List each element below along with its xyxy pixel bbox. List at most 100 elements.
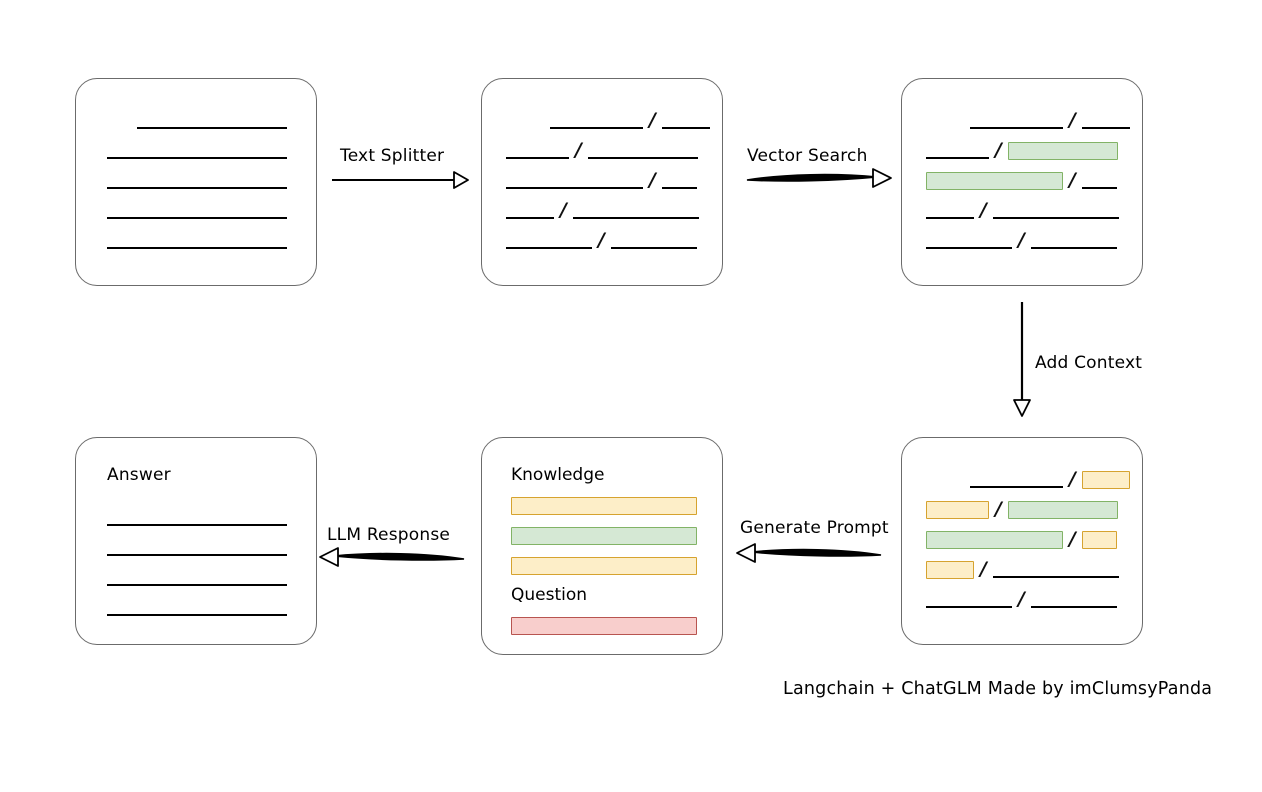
text-row: / — [926, 587, 1117, 610]
text-line-segment — [107, 187, 287, 189]
text-row — [107, 201, 287, 221]
text-row — [107, 568, 287, 588]
text-line-segment — [506, 187, 643, 189]
arrow-label-llm-response: LLM Response — [327, 525, 451, 545]
arrow-label-text-splitter: Text Splitter — [340, 146, 445, 166]
text-line-segment — [107, 217, 287, 219]
text-row — [107, 508, 287, 528]
arrow-generate-prompt — [736, 543, 882, 563]
slash-separator: / — [1069, 467, 1076, 490]
node-split-chunks[interactable]: / / / / / — [481, 78, 723, 286]
text-row: / — [970, 467, 1130, 490]
text-row: / — [506, 198, 699, 221]
node-context-chunks[interactable]: / / / / / — [901, 437, 1143, 645]
highlight-chip-green — [926, 172, 1063, 190]
text-line-segment — [137, 127, 287, 129]
text-line-segment — [1081, 187, 1117, 189]
text-line-segment — [992, 576, 1119, 578]
highlight-chip-yellow — [926, 561, 974, 579]
slash-separator: / — [980, 557, 987, 580]
text-row: / — [926, 557, 1119, 580]
slash-separator: / — [1018, 587, 1025, 610]
text-line-segment — [550, 127, 643, 129]
text-line-segment — [661, 127, 710, 129]
text-row: / — [926, 168, 1117, 191]
text-row: / — [970, 108, 1130, 131]
slash-separator: / — [1069, 527, 1076, 550]
text-line-segment — [107, 554, 287, 556]
text-row — [107, 171, 287, 191]
slash-separator: / — [598, 228, 605, 251]
text-line-segment — [926, 247, 1012, 249]
footer-credit: Langchain + ChatGLM Made by imClumsyPand… — [783, 679, 1213, 699]
text-line-segment — [1030, 247, 1117, 249]
text-line-segment — [107, 524, 287, 526]
text-line-segment — [926, 606, 1012, 608]
highlight-chip-yellow — [926, 501, 989, 519]
text-line-segment — [506, 157, 569, 159]
text-row: / — [550, 108, 710, 131]
text-line-segment — [970, 486, 1063, 488]
text-line-segment — [107, 584, 287, 586]
slash-separator: / — [649, 108, 656, 131]
slash-separator: / — [995, 497, 1002, 520]
text-line-segment — [587, 157, 698, 159]
text-row: / — [926, 140, 1118, 161]
text-line-segment — [107, 247, 287, 249]
slash-separator: / — [560, 198, 567, 221]
knowledge-bar-3 — [511, 557, 697, 575]
arrow-vector-search — [746, 168, 892, 188]
highlight-chip-green — [926, 531, 1063, 549]
highlight-chip-green — [1007, 142, 1118, 160]
text-row: / — [926, 198, 1119, 221]
text-line-segment — [1081, 127, 1130, 129]
text-line-segment — [1030, 606, 1117, 608]
slash-separator: / — [1018, 228, 1025, 251]
text-line-segment — [926, 157, 989, 159]
text-row: / — [926, 497, 1118, 520]
text-row: / — [926, 527, 1117, 550]
arrow-add-context — [1013, 302, 1031, 417]
highlight-chip-yellow — [1081, 471, 1130, 489]
text-line-segment — [926, 217, 974, 219]
question-bar-1 — [511, 617, 697, 635]
node-source-document[interactable] — [75, 78, 317, 286]
text-line-segment — [610, 247, 697, 249]
arrow-label-generate-prompt: Generate Prompt — [740, 518, 889, 538]
knowledge-bar-2 — [511, 527, 697, 545]
text-row: / — [926, 228, 1117, 251]
text-line-segment — [107, 614, 287, 616]
text-row: / — [506, 138, 698, 161]
arrow-llm-response — [319, 547, 465, 567]
text-line-segment — [107, 157, 287, 159]
text-row — [107, 231, 287, 251]
text-line-segment — [506, 217, 554, 219]
slash-separator: / — [1069, 168, 1076, 191]
slash-separator: / — [980, 198, 987, 221]
node-answer[interactable]: Answer — [75, 437, 317, 645]
slash-separator: / — [649, 168, 656, 191]
text-row — [107, 538, 287, 558]
text-line-segment — [970, 127, 1063, 129]
node-prompt[interactable]: Knowledge Question — [481, 437, 723, 655]
text-line-segment — [572, 217, 699, 219]
arrow-label-add-context: Add Context — [1035, 353, 1143, 373]
arrow-label-vector-search: Vector Search — [747, 146, 868, 166]
highlight-chip-green — [1007, 501, 1118, 519]
arrow-text-splitter — [332, 171, 469, 189]
text-row — [107, 598, 287, 618]
knowledge-bar-1 — [511, 497, 697, 515]
node-matched-chunks[interactable]: / / / / / — [901, 78, 1143, 286]
slash-separator: / — [1069, 108, 1076, 131]
text-row: / — [506, 228, 697, 251]
slash-separator: / — [575, 138, 582, 161]
text-row — [137, 111, 287, 131]
highlight-chip-yellow — [1081, 531, 1117, 549]
text-line-segment — [506, 247, 592, 249]
text-row — [107, 141, 287, 161]
prompt-question-label: Question — [511, 585, 588, 605]
text-row: / — [506, 168, 697, 191]
text-line-segment — [992, 217, 1119, 219]
prompt-knowledge-label: Knowledge — [511, 465, 605, 485]
